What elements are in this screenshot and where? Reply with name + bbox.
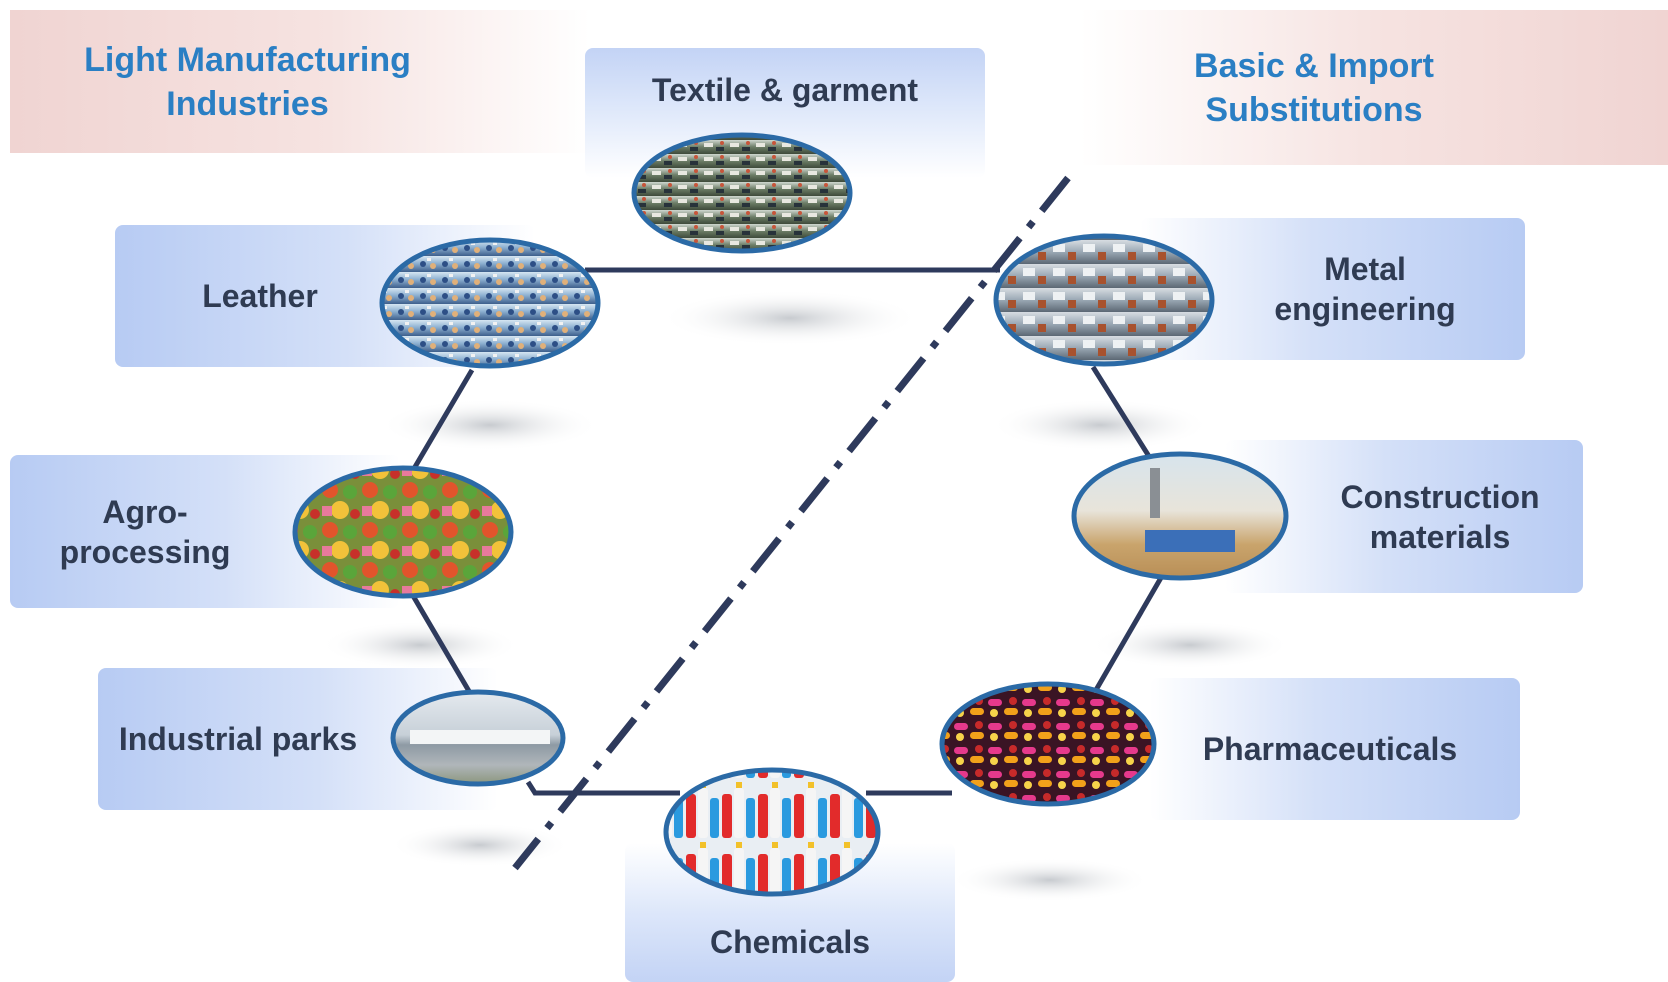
shadow	[950, 858, 1150, 902]
connector-line	[525, 780, 680, 796]
shadow	[320, 621, 520, 669]
basic-import-title: Basic & Import Substitutions	[1194, 46, 1434, 129]
basic-import-header: Basic & Import Substitutions	[1080, 10, 1668, 165]
connector-line	[409, 368, 475, 474]
agro-photo	[292, 465, 514, 599]
light-manufacturing-title: Light Manufacturing Industries	[84, 40, 411, 123]
leather-label: Leather	[202, 278, 318, 314]
construction-label: Construction materials	[1340, 478, 1540, 555]
pharma-box: Pharmaceuticals	[1150, 678, 1520, 820]
light-manufacturing-header: Light Manufacturing Industries	[10, 10, 590, 153]
construction-photo	[1071, 451, 1289, 581]
hexagon-connectors	[409, 267, 1165, 796]
metal-label: Metal engineering	[1274, 251, 1456, 327]
shadow	[390, 823, 570, 867]
textile-box: Textile & garment	[585, 48, 985, 178]
metal-photo	[993, 233, 1215, 367]
textile-label: Textile & garment	[651, 72, 919, 108]
connector-line	[1093, 574, 1165, 692]
shadow	[380, 399, 600, 451]
industrial-parks-label: Industrial parks	[118, 721, 358, 757]
shadow	[660, 290, 920, 346]
chemicals-label: Chemicals	[709, 924, 871, 960]
divider-line	[512, 175, 1071, 871]
textile-photo	[631, 132, 853, 254]
shadow	[990, 399, 1210, 451]
industrial-parks-photo	[390, 689, 566, 787]
industrial-parks-box: Industrial parks	[98, 668, 498, 810]
chemicals-photo	[663, 767, 881, 897]
pharma-photo	[939, 681, 1157, 807]
connector-line	[409, 592, 476, 700]
agro-label: Agro-processing	[59, 493, 231, 570]
pharma-label: Pharmaceuticals	[1202, 731, 1458, 767]
leather-photo	[379, 237, 601, 369]
connector-line	[1090, 365, 1153, 460]
shadow	[1090, 621, 1290, 669]
